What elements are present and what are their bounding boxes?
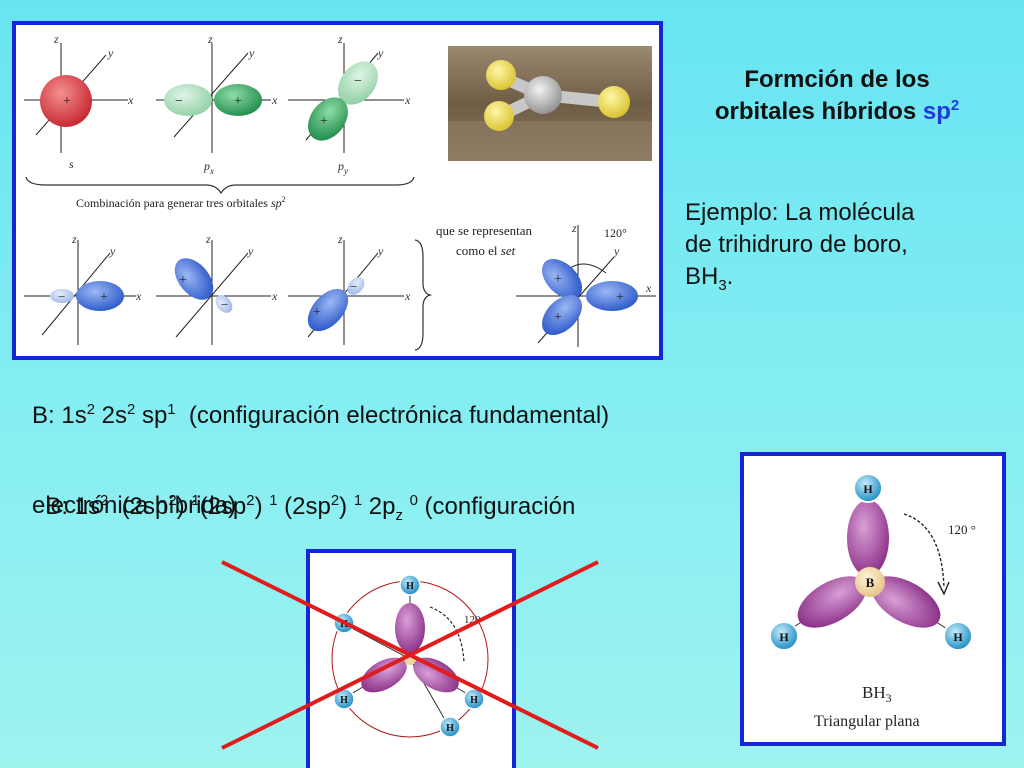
plus-sign: +	[554, 310, 562, 325]
py-orbital: z y x − + py	[288, 32, 411, 176]
brace	[25, 176, 415, 195]
example-line2: de trihidruro de boro,	[685, 231, 908, 258]
py-sub: y	[343, 166, 348, 176]
hybrid-orbital-1: z y x − +	[24, 232, 142, 345]
orbital-diagram: z y x + s z y x − + px z y x	[24, 32, 656, 351]
h-atom-label: H	[446, 723, 454, 734]
example-line3: BH3.	[685, 263, 734, 294]
bh3-model-frame: B 120 ° H H H BH3 Triangular plana	[740, 452, 1006, 746]
b-atom-label: B	[866, 575, 875, 590]
plus-sign: +	[313, 305, 321, 320]
plus-sign: +	[100, 290, 108, 305]
h-atom-label: H	[406, 581, 414, 592]
axis-y-label: y	[377, 46, 384, 60]
axis-y-label: y	[377, 244, 384, 258]
axis-z-label: z	[571, 221, 577, 235]
example-text: Ejemplo: La molécula de trihidruro de bo…	[685, 197, 1015, 293]
config-line3: electrónica híbrida)	[32, 492, 237, 519]
bh3-wrong-diagram: 120 ° H H H H H	[331, 574, 489, 738]
axis-x-label: x	[127, 93, 134, 107]
title-sp: sp2	[922, 98, 960, 125]
svg-text:py: py	[337, 159, 348, 176]
svg-text:px: px	[203, 159, 214, 176]
minus-sign: −	[58, 289, 65, 304]
represent-line2: como el set	[456, 243, 516, 258]
config-line1: B: 1s2 2s2 sp1 (configuración electrónic…	[32, 402, 610, 429]
axis-x-label: x	[271, 93, 278, 107]
title-line2: orbitales híbridos sp2	[714, 98, 960, 125]
bh3-wrong-frame: 120 ° H H H H H	[306, 549, 516, 768]
plus-sign: +	[320, 114, 328, 129]
bh3-formula: BH3	[862, 683, 892, 705]
axis-y-label: y	[107, 46, 114, 60]
minus-sign: −	[354, 74, 362, 89]
combination-caption: Combinación para generar tres orbitales …	[76, 195, 286, 210]
angle-label: 120 °	[948, 522, 976, 537]
px-sub: x	[209, 166, 214, 176]
h-atom-label: H	[863, 482, 873, 496]
h-atom-label: H	[953, 630, 963, 644]
minus-sign: −	[221, 297, 228, 312]
example-line1: Ejemplo: La molécula	[685, 199, 915, 226]
sp2-set: z y x 120° + + +	[516, 221, 656, 347]
h-atom-label: H	[340, 619, 348, 630]
h-atom-label: H	[340, 695, 348, 706]
represent-line1: que se representan	[436, 223, 533, 238]
axis-z-label: z	[337, 32, 343, 46]
axis-x-label: x	[271, 289, 278, 303]
axis-z-label: z	[337, 232, 343, 246]
minus-sign: −	[175, 94, 183, 109]
title-line1: Formción de los	[744, 66, 930, 93]
brace	[414, 239, 433, 351]
axis-z-label: z	[207, 32, 213, 46]
axis-x-label: x	[135, 289, 142, 303]
h-atom-label: H	[470, 695, 478, 706]
slide-title: Formción de los orbitales híbridos sp2	[672, 64, 1002, 128]
axis-x-label: x	[645, 281, 652, 295]
plus-sign: +	[554, 272, 562, 287]
hybrid-orbital-2: z y x + −	[156, 232, 278, 345]
plus-sign: +	[616, 290, 624, 305]
axis-y-label: y	[109, 244, 116, 258]
axis-z-label: z	[71, 232, 77, 246]
s-label: s	[69, 157, 74, 171]
axis-x-label: x	[404, 93, 411, 107]
px-label: p	[203, 159, 210, 173]
h-atom-label: H	[779, 630, 789, 644]
angle-label: 120 °	[464, 614, 488, 626]
plus-sign: +	[234, 94, 242, 109]
py-label: p	[337, 159, 344, 173]
axis-y-label: y	[247, 244, 254, 258]
hybrid-orbital-3: z y x + −	[288, 232, 411, 345]
minus-sign: −	[350, 279, 357, 294]
axis-x-label: x	[404, 289, 411, 303]
px-orbital: z y x − + px	[156, 32, 278, 176]
angle-label: 120°	[604, 226, 627, 240]
axis-y-label: y	[248, 46, 255, 60]
plus-sign: +	[63, 94, 71, 109]
axis-z-label: z	[205, 232, 211, 246]
axis-z-label: z	[53, 32, 59, 46]
bh3-shape-label: Triangular plana	[814, 713, 920, 730]
plus-sign: +	[179, 273, 187, 288]
molecule-photo	[448, 46, 652, 161]
axis-y-label: y	[613, 244, 620, 258]
bh3-model-diagram: B 120 ° H H H BH3 Triangular plana	[769, 473, 976, 730]
s-orbital: z y x + s	[24, 32, 134, 171]
config-line2: B: 1s2 (2sp2) 1(2sp2) 1 (2sp2) 1 2pz 0 (…	[45, 493, 576, 524]
orbital-figure-frame: z y x + s z y x − + px z y x	[12, 21, 663, 360]
